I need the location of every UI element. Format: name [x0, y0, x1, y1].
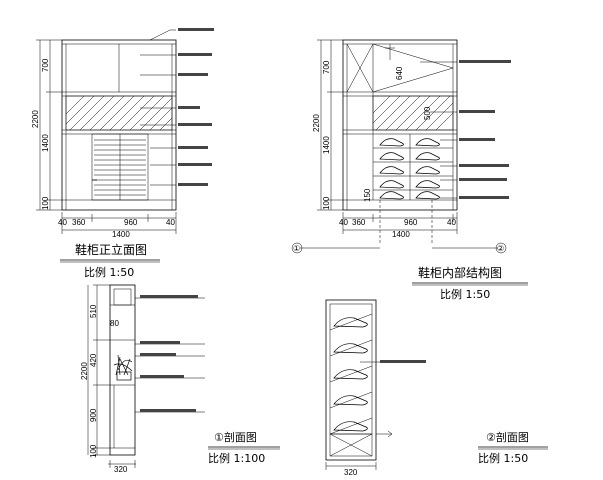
- s1-dim-320: 320: [114, 465, 128, 474]
- int-dim-1400: 1400: [322, 136, 331, 154]
- shoe-shelves: [373, 134, 453, 200]
- s1-dim-420: 420: [89, 353, 98, 367]
- s1-dim-900: 900: [89, 408, 98, 422]
- section-marker-1: [291, 242, 303, 254]
- marker-a-label: ①: [293, 244, 300, 253]
- section1-scale: 比例 1:100: [208, 451, 265, 465]
- front-scale: 比例 1:50: [84, 265, 134, 279]
- section-2: 320 ②剖面图 比例 1:50: [325, 299, 548, 477]
- interior-scale: 比例 1:50: [440, 287, 490, 301]
- dim-h-360: 360: [72, 218, 86, 227]
- int-dim-h-1400: 1400: [392, 230, 410, 239]
- section-1: 2200 510 420 900 100 80 320 ①剖面图 比例 1:: [80, 284, 280, 474]
- section2-scale: 比例 1:50: [478, 451, 528, 465]
- dim-h-40b: 40: [166, 218, 175, 227]
- s2-dim-320: 320: [344, 468, 358, 477]
- int-dim-100: 100: [322, 196, 331, 210]
- int-dim-h-960: 960: [404, 218, 418, 227]
- s1-dim-2200: 2200: [80, 362, 89, 380]
- front-title: 鞋柜正立面图: [75, 242, 147, 257]
- int-dim-640: 640: [395, 66, 404, 80]
- section2-outline: [325, 299, 377, 461]
- marker-b-label: ②: [497, 244, 504, 253]
- section2-note: [380, 360, 426, 363]
- plinth-drawer: [329, 433, 373, 457]
- section2-title: ②剖面图: [486, 430, 529, 444]
- s1-dim-100: 100: [89, 444, 98, 458]
- dim-1400: 1400: [41, 134, 50, 152]
- int-dim-h-40a: 40: [339, 218, 348, 227]
- front-notes: [178, 28, 214, 186]
- int-dim-700: 700: [322, 60, 331, 74]
- int-dim-500: 500: [423, 106, 432, 120]
- plant-decoration: [113, 354, 133, 381]
- int-dim-h-360: 360: [352, 218, 366, 227]
- interior-outline: [342, 39, 458, 211]
- section2-shoes: [333, 317, 368, 432]
- dim-100: 100: [41, 196, 50, 210]
- dim-h-1400: 1400: [112, 230, 130, 239]
- int-dim-150: 150: [363, 188, 372, 202]
- interior-structure: ① ② 2200 700 1400 100 640 500 150 40 360…: [291, 39, 528, 301]
- int-dim-h-40b: 40: [447, 218, 456, 227]
- s1-dim-80: 80: [110, 319, 119, 328]
- dim-2200: 2200: [31, 110, 40, 128]
- section-marker-2: [495, 242, 507, 254]
- interior-notes: [459, 60, 511, 199]
- section1-notes: [140, 295, 198, 412]
- front-elevation: 2200 700 1400 100 40 360 960 40 1400: [31, 28, 214, 279]
- dim-700: 700: [41, 58, 50, 72]
- s1-dim-510: 510: [89, 304, 98, 318]
- section1-title: ①剖面图: [214, 430, 257, 444]
- dim-h-40a: 40: [58, 218, 67, 227]
- section1-outline: [109, 284, 136, 456]
- int-dim-2200: 2200: [312, 114, 321, 132]
- dim-h-960: 960: [124, 218, 138, 227]
- interior-title: 鞋柜内部结构图: [418, 265, 502, 280]
